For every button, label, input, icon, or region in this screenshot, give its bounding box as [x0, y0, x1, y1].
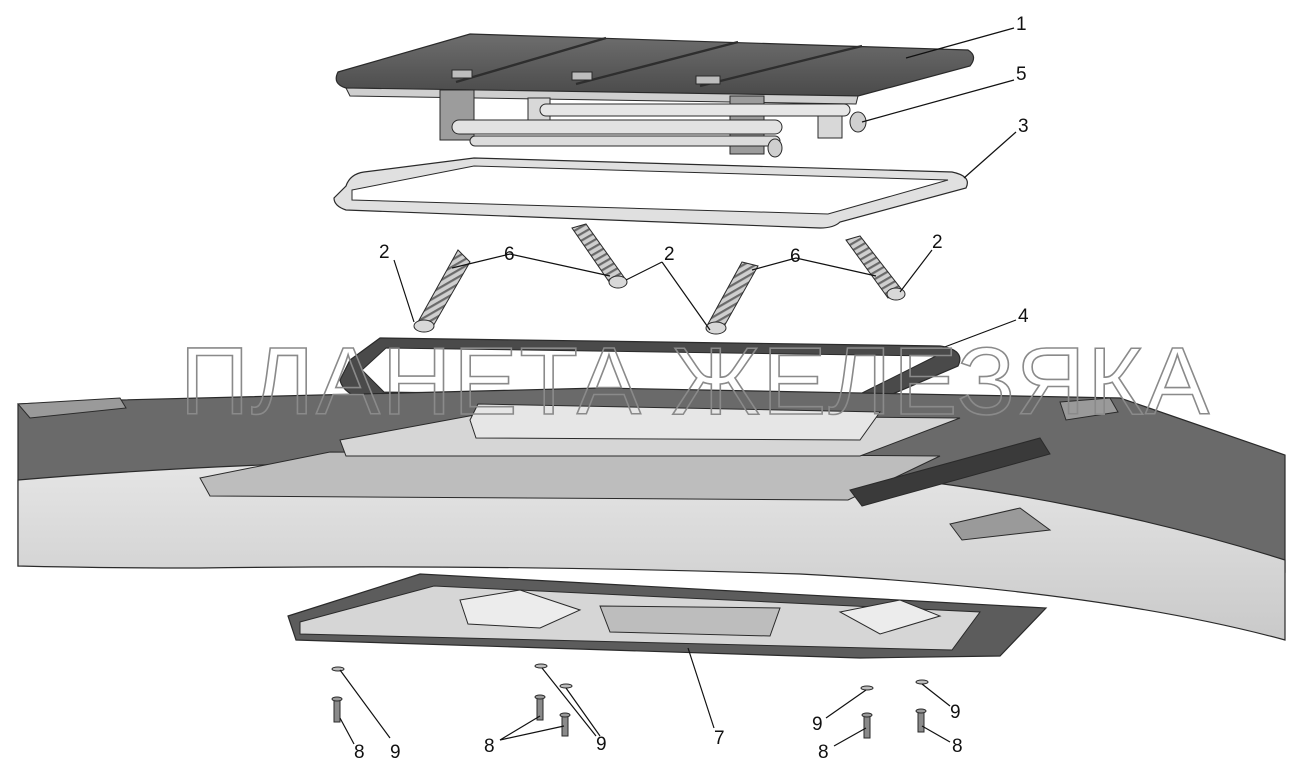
spring-center-2	[705, 261, 759, 335]
callout-8-d: 8	[952, 736, 963, 757]
callout-1: 1	[1016, 14, 1027, 35]
callout-2-center: 2	[664, 244, 675, 265]
screw-2	[534, 694, 546, 721]
callout-9-c: 9	[812, 714, 823, 735]
spring-left-1	[413, 249, 471, 333]
callout-labels: 1 5 3 2 6 2 6 2 4 7 8 9 8 9 9 8 9 8	[354, 14, 1029, 763]
screw-5	[915, 708, 927, 733]
callout-7: 7	[714, 728, 725, 749]
cab-roof-panel	[16, 387, 1286, 641]
screw-1	[331, 696, 343, 723]
screw-4	[861, 712, 873, 739]
washers	[331, 663, 929, 691]
callout-9-b: 9	[596, 734, 607, 755]
callout-8-a: 8	[354, 742, 365, 763]
leader-lines	[339, 27, 1017, 747]
callout-4: 4	[1018, 306, 1029, 327]
callout-5: 5	[1016, 64, 1027, 85]
callout-2-left: 2	[379, 242, 390, 263]
callout-8-b: 8	[484, 736, 495, 757]
upper-gasket-frame	[333, 157, 968, 229]
callout-3: 3	[1018, 116, 1029, 137]
callout-6-right: 6	[790, 246, 801, 267]
hatch-lid	[335, 33, 975, 105]
inner-trim-panel	[287, 573, 1048, 659]
watermark-text: ПЛАНЕТА ЖЕЛЕЗЯКА	[180, 328, 1211, 435]
callout-8-c: 8	[818, 742, 829, 763]
callout-9-d: 9	[950, 702, 961, 723]
callout-2-right: 2	[932, 232, 943, 253]
hinge-mechanism	[439, 89, 867, 158]
callout-6-left: 6	[504, 244, 515, 265]
screw-3	[559, 712, 571, 737]
spring-center-1	[571, 223, 628, 289]
spring-right-1	[845, 235, 906, 301]
callout-9-a: 9	[390, 742, 401, 763]
